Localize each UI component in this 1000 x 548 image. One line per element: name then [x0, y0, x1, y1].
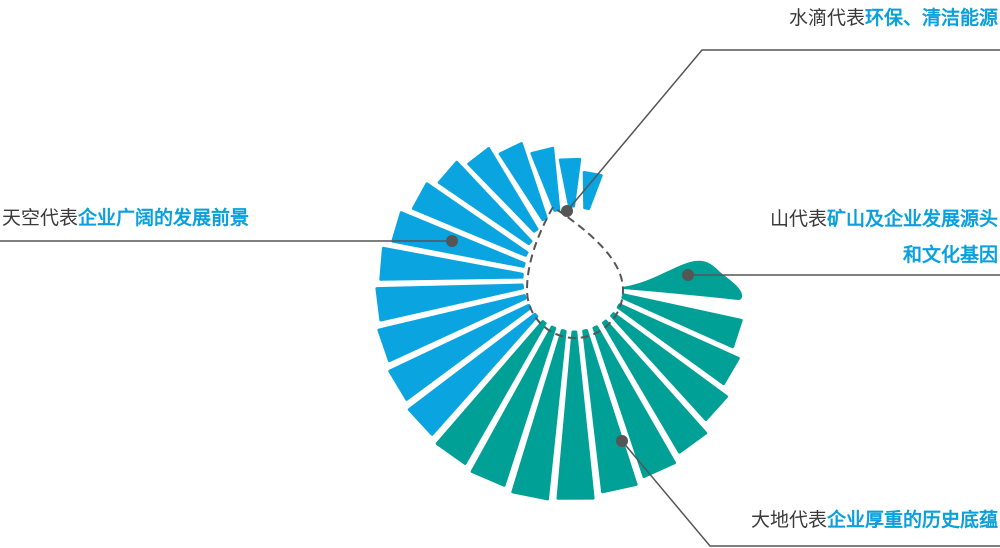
- annotation-water: 水滴代表环保、清洁能源: [789, 6, 998, 30]
- annotation-prefix: 山代表: [769, 208, 827, 230]
- earth-ray: [582, 329, 638, 494]
- sky-ray: [391, 211, 526, 268]
- sky-ray: [379, 246, 524, 281]
- annotation-mountain: 山代表矿山及企业发展源头: [770, 207, 998, 231]
- earth-ray: [556, 330, 595, 500]
- earth-ray: [592, 325, 676, 478]
- earth-ray: [610, 312, 728, 421]
- earth-ray: [602, 319, 708, 454]
- earth-ray: [511, 329, 567, 501]
- annotation-highlight: 矿山及企业发展源头: [826, 208, 998, 230]
- marker-dot-mountain: [682, 269, 694, 281]
- marker-dot-earth: [616, 435, 628, 447]
- leader-line-water: [566, 49, 1000, 212]
- mountain-shape: [622, 260, 743, 300]
- earth-ray: [616, 303, 740, 386]
- sky-ray: [375, 283, 525, 322]
- annotation-highlight: 企业广阔的发展前景: [78, 207, 250, 229]
- sky-ray: [467, 147, 539, 233]
- annotation-earth: 大地代表企业厚重的历史底蕴: [751, 508, 998, 532]
- sky-ray: [498, 142, 548, 221]
- sky-ray: [437, 160, 533, 246]
- earth-ray: [435, 320, 547, 465]
- sky-ray: [582, 171, 603, 210]
- annotation-highlight: 环保、清洁能源: [864, 7, 998, 29]
- marker-dot-sky: [446, 235, 458, 247]
- annotation-highlight: 企业厚重的历史底蕴: [826, 509, 998, 531]
- annotation-prefix: 大地代表: [750, 509, 827, 531]
- leader-lines: [0, 49, 1000, 547]
- earth-ray: [621, 293, 743, 349]
- annotation-prefix: 水滴代表: [788, 7, 865, 29]
- leader-line-earth: [621, 440, 1000, 547]
- annotation-prefix: 天空代表: [2, 207, 79, 229]
- sky-ray: [411, 182, 529, 257]
- logo-rays: [375, 142, 743, 501]
- marker-dot-water: [561, 205, 573, 217]
- water-drop-outline: [525, 205, 625, 339]
- sky-ray: [558, 157, 582, 208]
- sky-ray: [407, 312, 539, 436]
- annotation-sky: 天空代表企业广阔的发展前景: [2, 206, 249, 230]
- annotation-mountain-line2: 和文化基因: [902, 244, 998, 266]
- earth-ray: [470, 325, 557, 487]
- sky-ray: [377, 294, 527, 363]
